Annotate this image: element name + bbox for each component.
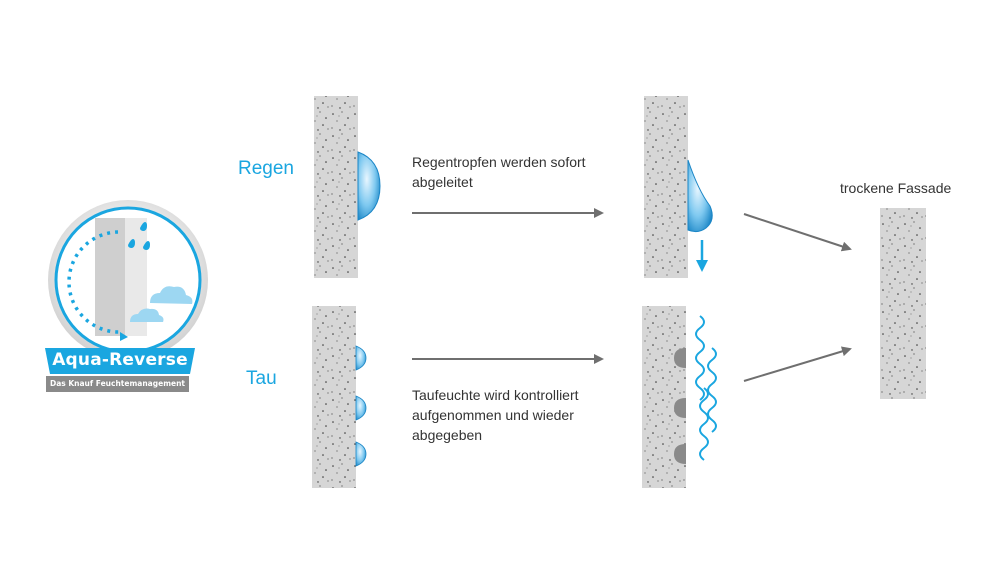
wall-dew-before	[312, 306, 356, 488]
wall-dry-facade	[880, 208, 926, 399]
rain-droplet-icon	[357, 151, 381, 221]
dew-description-line: abgegeben	[412, 427, 483, 443]
arrow-rain-to-dry	[743, 213, 852, 252]
rain-description-line: Regentropfen werden sofort	[412, 154, 586, 170]
aqua-reverse-logo	[45, 200, 208, 392]
arrow-dew-to-dry	[743, 346, 852, 382]
rain-description-line: abgeleitet	[412, 174, 473, 190]
wall-rain-after	[644, 96, 688, 278]
dry-facade-label: trockene Fassade	[840, 180, 952, 196]
vapor-waves-icon	[695, 315, 717, 461]
dew-description-line: Taufeuchte wird kontrolliert	[412, 387, 579, 403]
dew-droplets-icon	[355, 345, 367, 467]
dew-description-line: aufgenommen und wieder	[412, 407, 574, 423]
logo-subtitle: Das Knauf Feuchtemanagement	[49, 379, 186, 388]
running-droplet-icon	[687, 159, 713, 233]
dew-description: Taufeuchte wird kontrolliert aufgenommen…	[412, 385, 579, 445]
logo-title: Aqua-Reverse	[52, 350, 188, 370]
label-dew: Tau	[246, 368, 277, 389]
absorbed-moisture-spots	[674, 348, 686, 464]
down-arrow-icon	[696, 240, 708, 272]
wall-rain-before	[314, 96, 358, 278]
rain-description: Regentropfen werden sofort abgeleitet	[412, 152, 586, 192]
label-rain: Regen	[238, 158, 294, 179]
